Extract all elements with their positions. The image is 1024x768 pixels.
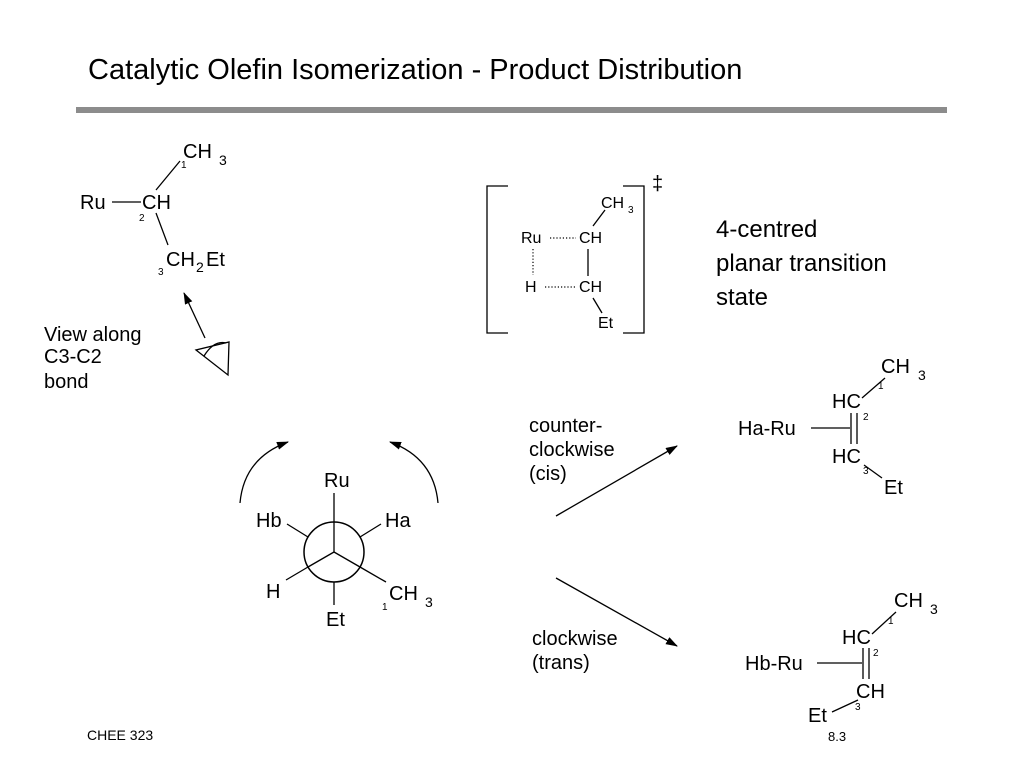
cis-ru-label: Ha-Ru	[738, 418, 796, 440]
cis-c3-number: 3	[863, 466, 869, 477]
ts-et-label: Et	[598, 315, 614, 332]
start-c3-number: 3	[158, 267, 164, 278]
ts-ch3-subscript: 3	[628, 205, 634, 216]
cis-ch3-label: CH	[881, 356, 910, 378]
title-divider	[76, 107, 947, 113]
start-ru-label: Ru	[80, 192, 106, 214]
cis-c1-number: 1	[878, 381, 884, 392]
trans-ch3-subscript: 3	[930, 601, 938, 617]
ts-caption-line-3: state	[716, 284, 768, 311]
trans-et-bond	[831, 699, 859, 713]
start-c1-bond	[155, 160, 181, 191]
page-title: Catalytic Olefin Isomerization - Product…	[88, 54, 743, 86]
cis-hc-top-label: HC	[832, 391, 861, 413]
ts-right-bracket	[623, 185, 645, 334]
start-c2-number: 2	[139, 213, 145, 224]
trans-ch3-label: CH	[894, 590, 923, 612]
ts-ch3-bond	[592, 209, 606, 227]
ts-caption: 4-centred planar transition state	[716, 216, 887, 311]
newman-ch3-bond	[359, 566, 387, 583]
ts-caption-line-2: planar transition	[716, 250, 887, 277]
start-c3-bond	[155, 212, 169, 246]
ts-left-bracket	[486, 185, 508, 334]
trans-c2-number: 2	[873, 648, 879, 659]
pathway-arrows: counter- clockwise (cis) clockwise (tran…	[529, 415, 678, 674]
ccw-label-line-2: clockwise	[529, 439, 615, 461]
view-label-line-3: bond	[44, 371, 89, 393]
newman-ha-bond	[359, 523, 382, 538]
ts-ch-bottom-label: CH	[579, 279, 602, 296]
cis-et-bond	[863, 464, 883, 479]
cis-c2-number: 2	[863, 412, 869, 423]
cw-label-line-2: (trans)	[532, 652, 590, 674]
ts-ch-top-label: CH	[579, 230, 602, 247]
newman-h-bond	[285, 566, 309, 581]
transition-state: ‡ Ru CH CH 3 H CH Et	[486, 173, 663, 334]
newman-ru-label: Ru	[324, 470, 350, 492]
newman-et-label: Et	[326, 609, 345, 631]
newman-ch3-label: CH	[389, 583, 418, 605]
ccw-rotation-arrow	[239, 441, 289, 504]
ccw-pathway-arrow	[555, 445, 678, 517]
start-ch3-subscript: 3	[219, 152, 227, 168]
ts-caption-line-1: 4-centred	[716, 216, 817, 243]
start-ch2-subscript: 2	[196, 259, 204, 275]
ccw-label-line-1: counter-	[529, 415, 602, 437]
start-et-label: Et	[206, 249, 225, 271]
cis-product: Ha-Ru HC 2 1 CH 3 HC 3 Et	[738, 356, 926, 499]
view-arrow	[183, 292, 206, 339]
start-c1-number: 1	[181, 160, 187, 171]
newman-hb-label: Hb	[256, 510, 282, 532]
view-label-line-1: View along	[44, 324, 141, 346]
newman-c1-number: 1	[382, 602, 388, 613]
cis-ch3-subscript: 3	[918, 367, 926, 383]
start-structure: Ru CH 2 1 CH 3 3 CH 2 Et	[80, 141, 230, 377]
trans-ru-label: Hb-Ru	[745, 653, 803, 675]
start-ch2-label: CH	[166, 249, 195, 271]
newman-h-label: H	[266, 581, 280, 603]
trans-et-label: Et	[808, 705, 827, 727]
newman-ch3-subscript: 3	[425, 594, 433, 610]
cis-ch3-bond	[861, 377, 886, 399]
trans-c1-number: 1	[888, 616, 894, 627]
ts-h-label: H	[525, 279, 537, 296]
cw-pathway-arrow	[555, 577, 678, 647]
trans-hc-top-label: HC	[842, 627, 871, 649]
trans-c3-number: 3	[855, 702, 861, 713]
trans-ch-bottom-label: CH	[856, 681, 885, 703]
cw-rotation-arrow	[389, 441, 439, 504]
view-label-line-2: C3-C2	[44, 346, 102, 368]
newman-front-ch3-bond	[333, 551, 361, 568]
start-ch-label: CH	[142, 192, 171, 214]
ts-et-bond	[592, 297, 603, 314]
start-ch3-label: CH	[183, 141, 212, 163]
cis-et-label: Et	[884, 477, 903, 499]
cis-hc-bottom-label: HC	[832, 446, 861, 468]
footer-page-number: 8.3	[828, 729, 846, 744]
ccw-label-line-3: (cis)	[529, 463, 567, 485]
ts-dagger: ‡	[652, 173, 663, 195]
ts-ru-label: Ru	[521, 230, 541, 247]
newman-ha-label: Ha	[385, 510, 411, 532]
footer-course: CHEE 323	[87, 727, 153, 743]
newman-hb-bond	[286, 523, 309, 538]
eye-arc	[203, 341, 227, 357]
newman-projection: Ru Hb Ha H 1 CH 3 Et	[239, 441, 439, 631]
trans-product: Hb-Ru HC 2 1 CH 3 CH 3 Et	[745, 590, 938, 727]
cw-label-line-1: clockwise	[532, 628, 618, 650]
eye-icon	[194, 341, 230, 377]
ts-ch3-label: CH	[601, 195, 624, 212]
view-along-label: View along C3-C2 bond	[44, 324, 141, 393]
trans-ch3-bond	[871, 611, 897, 635]
newman-front-h-bond	[307, 551, 335, 568]
